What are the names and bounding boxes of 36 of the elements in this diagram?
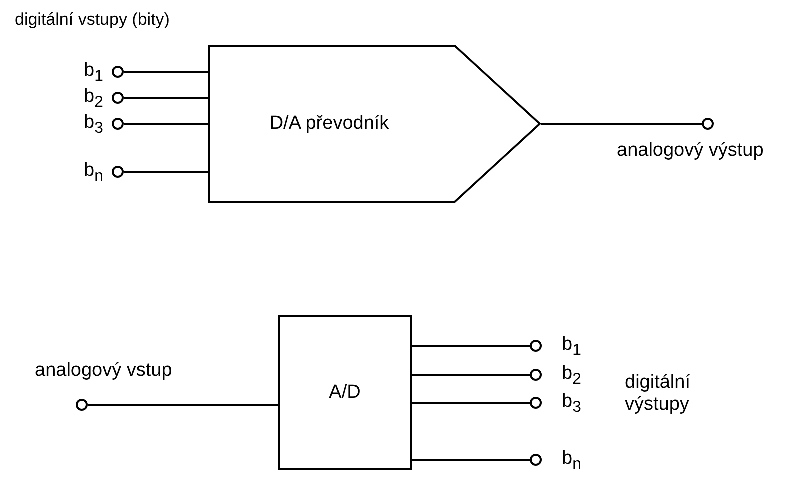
converter-block bbox=[208, 45, 541, 203]
terminal-label: b$_{2}$ bbox=[562, 363, 582, 389]
terminal-circle bbox=[530, 369, 542, 381]
connector-line bbox=[412, 459, 530, 461]
terminal-circle bbox=[112, 92, 124, 104]
terminal-circle bbox=[76, 399, 88, 411]
terminal-label: b$_{3}$ bbox=[562, 391, 582, 417]
block-label: D/A převodník bbox=[270, 113, 390, 135]
connector-line bbox=[124, 71, 208, 73]
terminal-circle bbox=[530, 397, 542, 409]
connector-line bbox=[412, 402, 530, 404]
connector-line bbox=[541, 123, 702, 125]
connector-line bbox=[124, 97, 208, 99]
connector-line bbox=[88, 404, 278, 406]
terminal-circle bbox=[530, 340, 542, 352]
terminal-label: b$_{1}$ bbox=[84, 60, 104, 86]
terminal-label: b$_{3}$ bbox=[84, 112, 104, 138]
caption-text: digitální vstupy (bity) bbox=[15, 10, 171, 30]
terminal-circle bbox=[530, 454, 542, 466]
terminal-circle bbox=[702, 118, 714, 130]
terminal-circle bbox=[112, 118, 124, 130]
connector-line bbox=[124, 171, 208, 173]
caption-text: digitální výstupy bbox=[625, 372, 692, 416]
terminal-label: analogový vstup bbox=[35, 360, 172, 382]
converter-box bbox=[278, 315, 412, 470]
terminal-circle bbox=[112, 166, 124, 178]
terminal-label: b$_{n}$ bbox=[562, 448, 582, 474]
terminal-label: b$_{1}$ bbox=[562, 334, 582, 360]
connector-line bbox=[412, 345, 530, 347]
terminal-circle bbox=[112, 66, 124, 78]
connector-line bbox=[412, 374, 530, 376]
terminal-label: b$_{n}$ bbox=[84, 160, 104, 186]
block-label: A/D bbox=[329, 382, 361, 404]
terminal-label: analogový výstup bbox=[617, 140, 764, 162]
connector-line bbox=[124, 123, 208, 125]
terminal-label: b$_{2}$ bbox=[84, 86, 104, 112]
